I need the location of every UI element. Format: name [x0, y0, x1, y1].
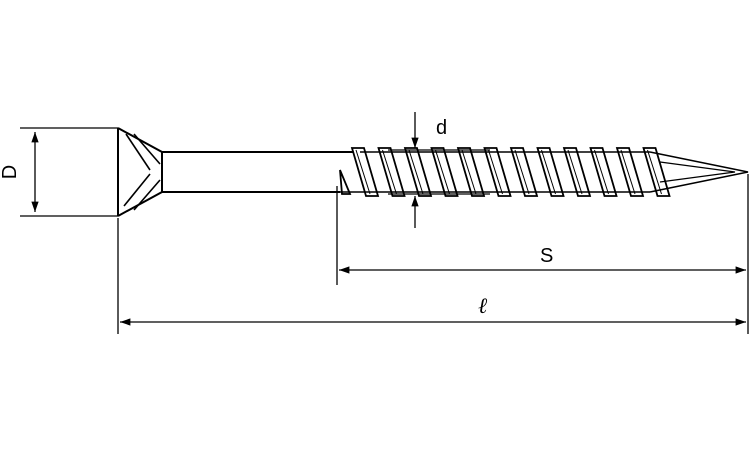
thread-flight: [377, 147, 406, 197]
thread-flight-edge: [461, 149, 477, 195]
thread-flight: [642, 147, 671, 197]
thread-flight-edge: [541, 149, 556, 195]
thread-flight: [350, 147, 380, 197]
label-total-length: ℓ: [478, 293, 488, 318]
label-thread-length: S: [540, 245, 553, 267]
thread-flight-edge: [488, 149, 503, 195]
thread-flight-edge: [514, 149, 530, 195]
thread-flight-edge: [567, 149, 583, 195]
screw-head: [117, 127, 163, 217]
screw-shank: [161, 151, 360, 193]
thread-flight-edge: [647, 149, 662, 195]
thread-flight-edge: [620, 149, 636, 195]
thread-flight-edge: [408, 149, 424, 195]
thread-flight: [615, 147, 645, 197]
thread-flight-edge: [594, 149, 609, 195]
thread-flight-edge: [355, 149, 371, 195]
thread-flight: [483, 147, 512, 197]
thread-flight: [562, 147, 592, 197]
thread-flight: [456, 147, 486, 197]
dimension-d: [388, 112, 490, 228]
dimension-S: [336, 174, 749, 285]
thread-start-barb: [339, 169, 352, 195]
screw-thread: [339, 147, 671, 197]
thread-flight: [589, 147, 618, 197]
thread-flight: [430, 147, 459, 197]
thread-flight: [509, 147, 539, 197]
label-head-diameter: D: [0, 165, 21, 179]
dimension-l: [117, 218, 749, 334]
thread-flight-edge: [435, 149, 450, 195]
thread-core: [340, 151, 749, 193]
thread-flight: [403, 147, 433, 197]
thread-flight-edge: [382, 149, 397, 195]
thread-flight: [536, 147, 565, 197]
dimension-D: [20, 127, 118, 217]
label-thread-diameter: d: [436, 117, 447, 139]
